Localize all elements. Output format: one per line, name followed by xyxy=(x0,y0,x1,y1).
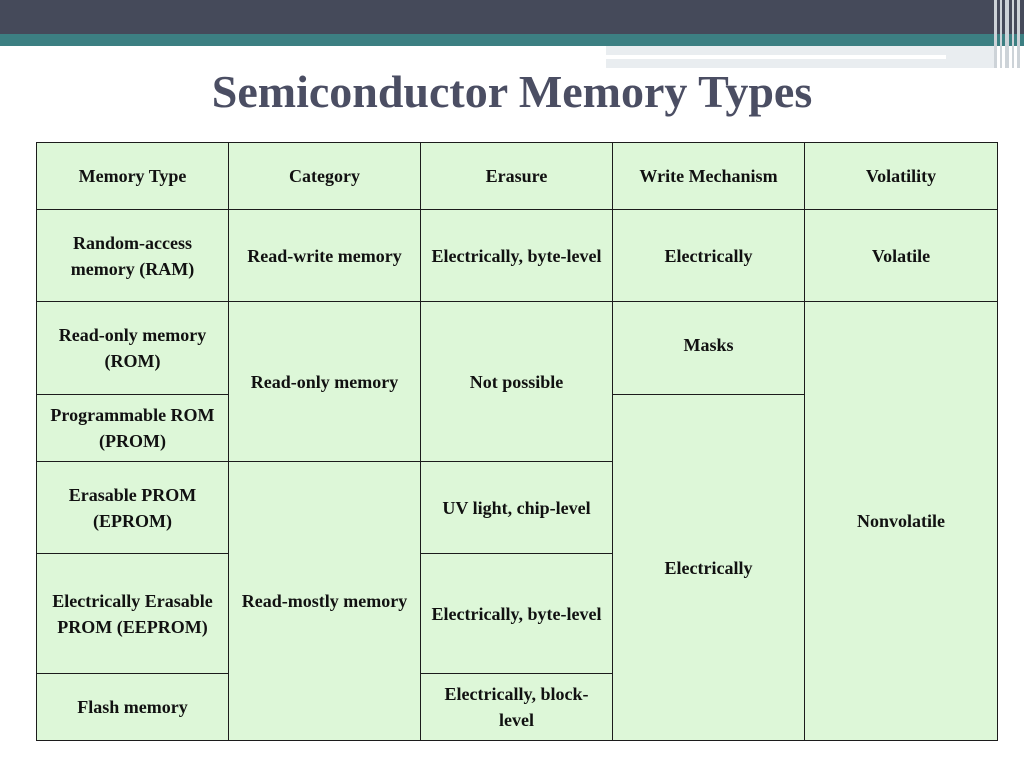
header-bar xyxy=(0,0,1024,34)
cell-rom-type: Read-only memory (ROM) xyxy=(36,301,229,395)
decorative-line xyxy=(1005,0,1009,68)
table-row: Programmable ROM (PROM) Electrically xyxy=(36,394,998,741)
cell-rom-prom-category: Read-only memory xyxy=(228,301,421,462)
cell-rom-write: Masks xyxy=(612,301,805,395)
accent-stripe xyxy=(0,34,1024,46)
cell-eprom-erasure: UV light, chip-level xyxy=(420,461,613,554)
decorative-strip-highlight xyxy=(606,55,946,59)
cell-eeprom-type: Electrically Erasable PROM (EEPROM) xyxy=(36,553,229,674)
cell-ram-type: Random-access memory (RAM) xyxy=(36,209,229,302)
cell-eprom-type: Erasable PROM (EPROM) xyxy=(36,461,229,554)
cell-prom-onward-write: Electrically xyxy=(612,394,805,741)
header-cell: Category xyxy=(228,142,421,210)
table-row: Electrically Erasable PROM (EEPROM) Elec… xyxy=(36,553,998,674)
memory-types-table: Memory Type Category Erasure Write Mecha… xyxy=(36,142,998,741)
cell-ram-erasure: Electrically, byte-level xyxy=(420,209,613,302)
table-header-row: Memory Type Category Erasure Write Mecha… xyxy=(36,142,998,210)
header-cell: Volatility xyxy=(804,142,998,210)
cell-ram-write: Electrically xyxy=(612,209,805,302)
table-row: Flash memory Electrically, block-level xyxy=(36,673,998,741)
table-row: Erasable PROM (EPROM) Read-mostly memory… xyxy=(36,461,998,741)
table-row: Read-only memory (ROM) Read-only memory … xyxy=(36,301,998,741)
cell-ram-volatility: Volatile xyxy=(804,209,998,302)
cell-nonvolatile: Nonvolatile xyxy=(804,301,998,741)
cell-flash-type: Flash memory xyxy=(36,673,229,741)
decorative-line xyxy=(1012,0,1014,68)
decorative-line xyxy=(1000,0,1002,68)
header-cell: Erasure xyxy=(420,142,613,210)
cell-prom-type: Programmable ROM (PROM) xyxy=(36,394,229,462)
slide-title: Semiconductor Memory Types xyxy=(211,66,813,117)
decorative-line xyxy=(1017,0,1020,68)
header-cell: Memory Type xyxy=(36,142,229,210)
header-cell: Write Mechanism xyxy=(612,142,805,210)
cell-rom-prom-erasure: Not possible xyxy=(420,301,613,462)
table-row: Random-access memory (RAM) Read-write me… xyxy=(36,209,998,302)
decorative-line xyxy=(994,0,997,68)
cell-read-mostly-category: Read-mostly memory xyxy=(228,461,421,741)
cell-ram-category: Read-write memory xyxy=(228,209,421,302)
cell-flash-erasure: Electrically, block-level xyxy=(420,673,613,741)
cell-eeprom-erasure: Electrically, byte-level xyxy=(420,553,613,674)
